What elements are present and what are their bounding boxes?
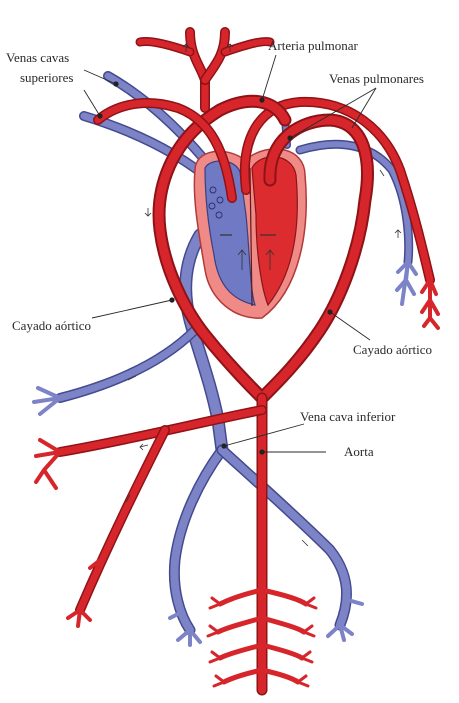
pulmonary-artery-fringe (422, 280, 438, 328)
label-aorta: Aorta (344, 444, 374, 459)
label-venas-cavas-superiores-line2: superiores (20, 70, 73, 85)
pulmonary-vein-fringe (397, 262, 416, 304)
right-leg-vein (222, 450, 347, 625)
left-arm-vein (60, 330, 195, 398)
heart (194, 149, 306, 318)
label-venas-cavas-superiores-line1: Venas cavas (6, 50, 69, 65)
arterial-system (36, 32, 438, 690)
label-cayado-aortico-left: Cayado aórtico (12, 318, 91, 333)
label-vena-cava-inferior: Vena cava inferior (300, 409, 396, 424)
label-cayado-aortico-right: Cayado aórtico (353, 342, 432, 357)
label-arteria-pulmonar: Arteria pulmonar (268, 38, 359, 53)
label-venas-pulmonares: Venas pulmonares (329, 71, 424, 86)
